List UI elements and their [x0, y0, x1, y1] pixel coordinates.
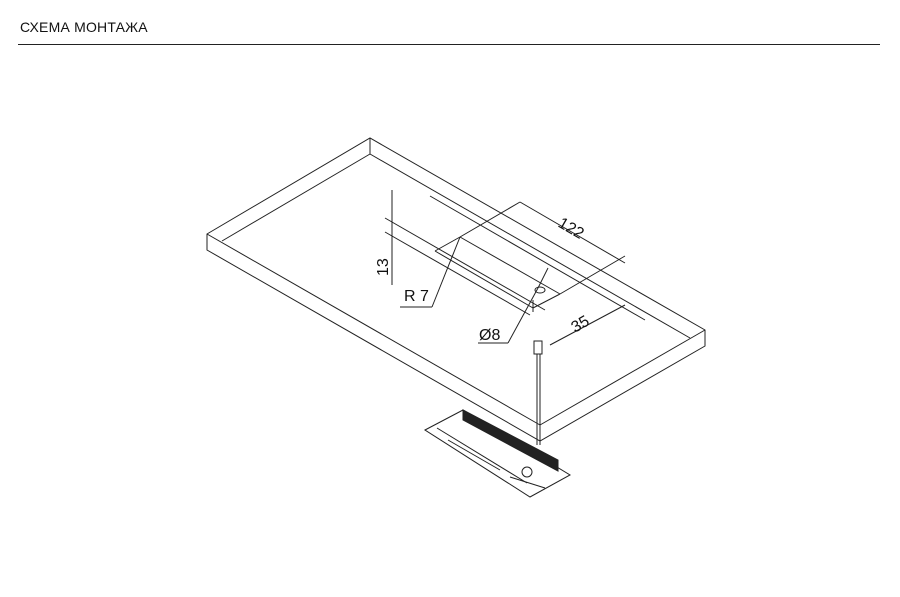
groove — [384, 195, 646, 321]
radius-label: R 7 — [404, 288, 429, 305]
offset-label: 35 — [569, 313, 593, 337]
board — [206, 137, 706, 442]
page-title: СХЕМА МОНТАЖА — [20, 19, 148, 35]
title-divider — [18, 44, 880, 45]
length-label: 122 — [555, 215, 587, 243]
light-fixture — [424, 409, 571, 498]
dimension-lines — [391, 190, 626, 346]
cable — [533, 340, 543, 445]
depth-label: 13 — [375, 258, 392, 276]
hole-diameter-label: Ø8 — [479, 327, 500, 344]
